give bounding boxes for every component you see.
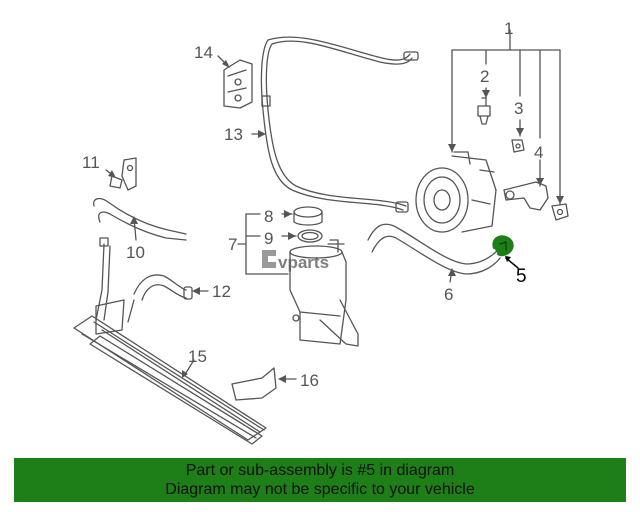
part-16-bracket[interactable]	[231, 367, 277, 401]
reservoir[interactable]	[289, 239, 359, 347]
callout-14: 14	[194, 43, 213, 62]
part-2-sensor[interactable]	[477, 97, 491, 125]
callout-7: 7	[228, 235, 237, 254]
callout-13: 13	[224, 125, 243, 144]
callout-2: 2	[480, 67, 489, 86]
part-1-bolt[interactable]	[551, 203, 569, 221]
arrow-heads	[108, 60, 564, 383]
banner-line-2: Diagram may not be specific to your vehi…	[165, 481, 475, 498]
svg-text:vparts: vparts	[278, 253, 329, 272]
part-4-fitting[interactable]	[503, 181, 549, 211]
parts-diagram: 1 2 3 4 5 6 7 8 9 10 11 12 13 14 15 16 v…	[73, 19, 569, 445]
part-8-cap[interactable]	[293, 206, 323, 226]
part-13-pressure-line[interactable]	[260, 36, 419, 213]
part-12-hose[interactable]	[133, 274, 193, 301]
callout-4: 4	[534, 143, 543, 162]
callout-3: 3	[514, 99, 523, 118]
callout-10: 10	[126, 243, 145, 262]
cooler-feed-lines[interactable]	[95, 237, 135, 323]
part-10-hose[interactable]	[93, 197, 187, 241]
vparts-watermark-logo: vparts	[262, 250, 329, 272]
callout-1: 1	[504, 19, 513, 38]
callout-5: 5	[516, 266, 527, 287]
part-1-pump[interactable]	[415, 151, 497, 233]
callout-6: 6	[444, 285, 453, 304]
part-9-seal[interactable]	[297, 229, 323, 243]
part-11-bracket[interactable]	[109, 157, 137, 191]
callout-16: 16	[300, 371, 319, 390]
part-6-return-hose[interactable]	[367, 223, 501, 275]
callout-12: 12	[212, 282, 231, 301]
part-15-cooler[interactable]	[73, 299, 267, 445]
callout-1-bracket	[451, 29, 561, 205]
callout-8: 8	[264, 207, 273, 226]
part-3-bolt[interactable]	[511, 139, 525, 153]
leader-lines	[105, 55, 453, 380]
part-14-bracket[interactable]	[223, 59, 253, 109]
banner-line-1: Part or sub-assembly is #5 in diagram	[185, 462, 455, 479]
callout-5-arrow	[505, 256, 511, 262]
callout-15: 15	[188, 347, 207, 366]
callout-9: 9	[264, 229, 273, 248]
info-banner: Part or sub-assembly is #5 in diagram Di…	[14, 458, 626, 502]
part-5-clamp[interactable]	[492, 235, 519, 269]
callout-11: 11	[82, 153, 100, 172]
